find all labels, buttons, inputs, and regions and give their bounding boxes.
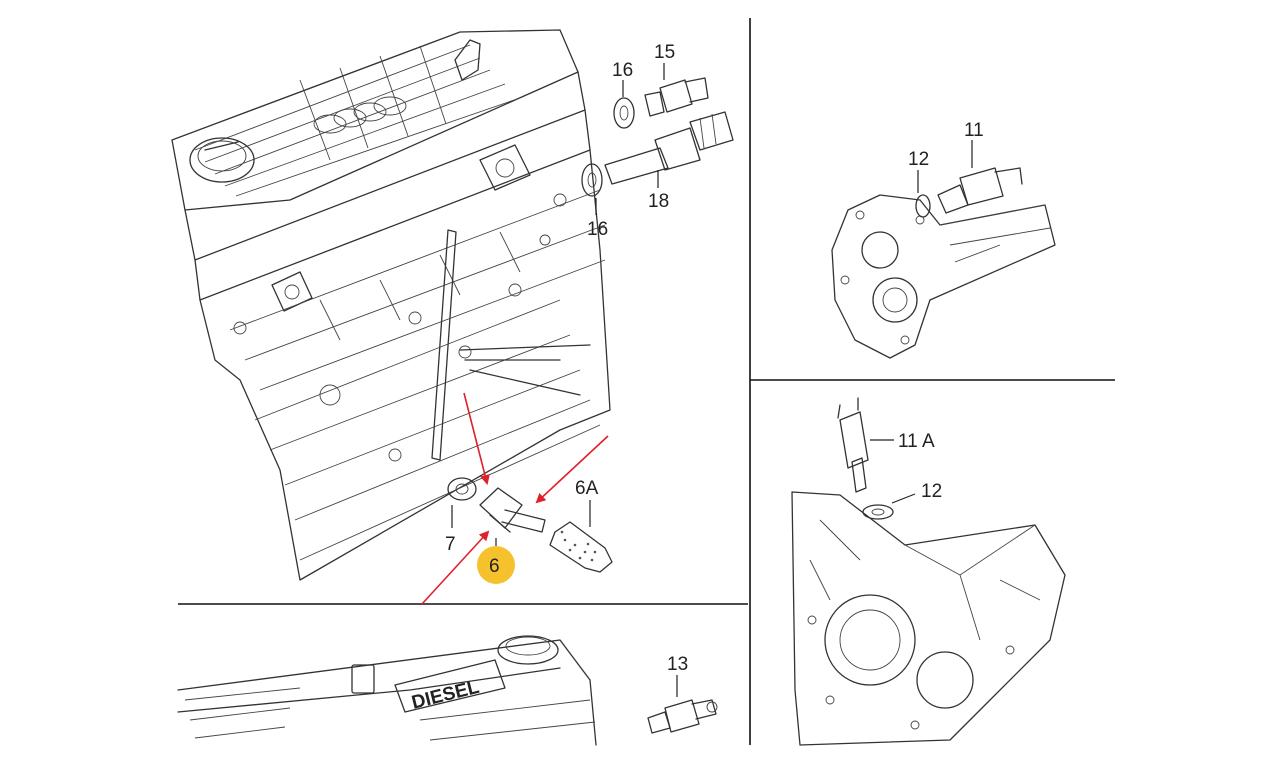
callout-16-top: 16 <box>612 60 633 81</box>
sensor-6-group <box>447 477 613 573</box>
sensor-13-group <box>647 699 718 734</box>
callout-12-top: 12 <box>908 149 929 170</box>
valve-cover-bottom-drawing: DIESEL <box>177 635 597 746</box>
valve-cover-text: DIESEL <box>410 677 482 714</box>
callout-6: 6 <box>489 556 500 577</box>
arrow-from-right <box>535 435 609 504</box>
callout-15: 15 <box>654 42 675 63</box>
sensor-18-group <box>581 111 734 197</box>
callout-labels: 15 16 18 16 11 12 11 A 12 6A 7 6 13 <box>445 42 984 675</box>
arrow-from-bottom <box>421 530 490 605</box>
panel-dividers <box>178 18 1115 745</box>
callout-13: 13 <box>667 654 688 675</box>
callout-18: 18 <box>648 191 669 212</box>
red-arrows <box>421 392 609 605</box>
transmission-top-drawing <box>831 167 1056 359</box>
callout-7: 7 <box>445 534 456 555</box>
transmission-bottom-drawing <box>791 397 1066 746</box>
callout-16-bottom: 16 <box>587 219 608 240</box>
callout-12-bottom: 12 <box>921 481 942 502</box>
part-6-highlight <box>477 546 515 584</box>
callout-6a: 6A <box>575 478 599 499</box>
leader-lines <box>451 63 973 697</box>
sensor-15-group <box>613 77 709 129</box>
arrow-from-top <box>463 392 490 485</box>
callout-11: 11 <box>964 120 984 141</box>
callout-11a: 11 A <box>898 431 935 452</box>
engine-block-drawing <box>171 29 611 581</box>
